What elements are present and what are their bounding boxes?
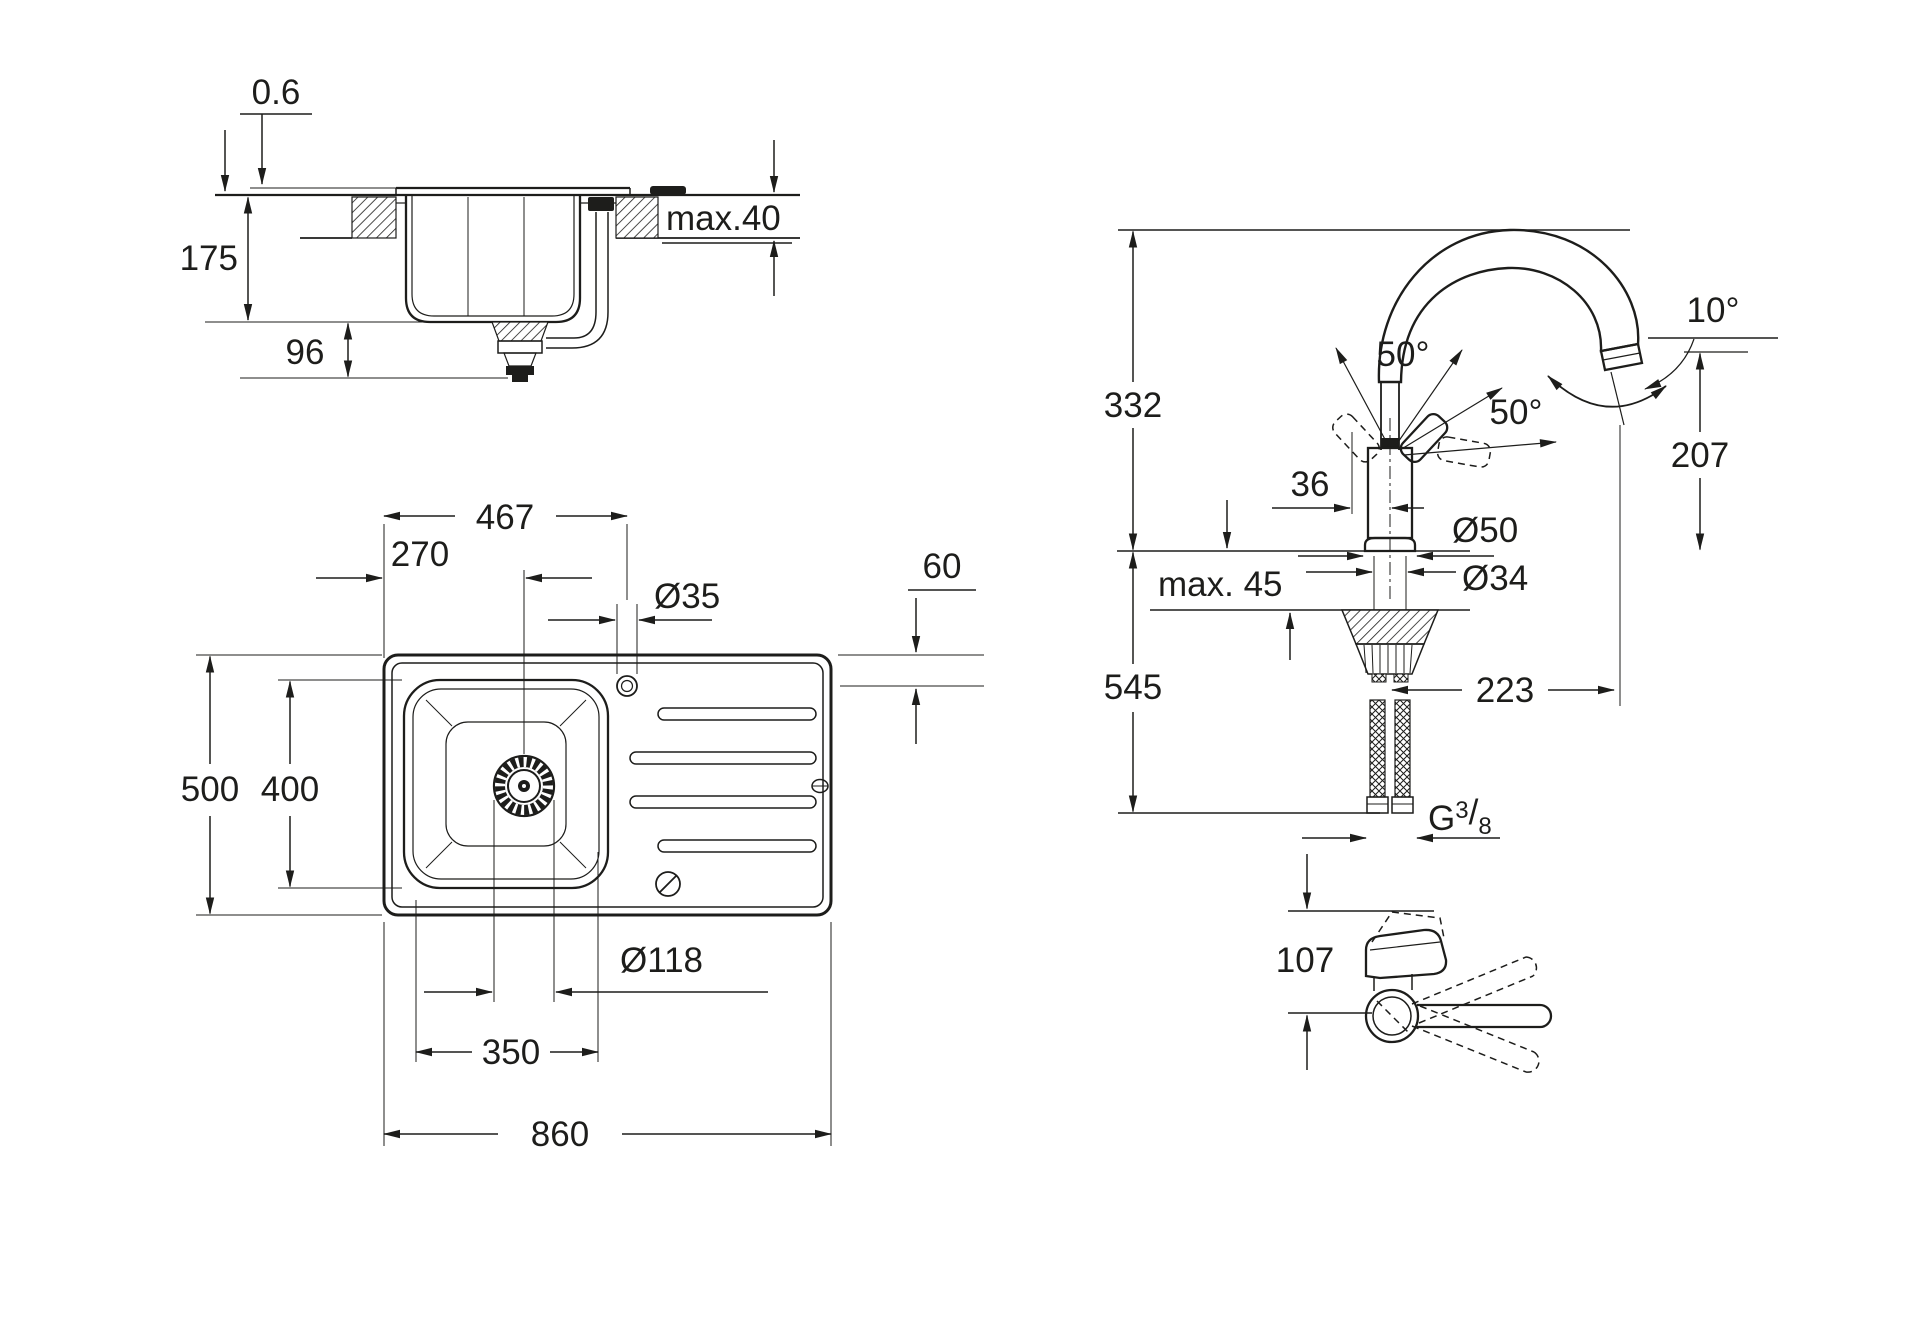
dim-spout-height: 207 [1671, 351, 1748, 551]
drain-flange [491, 321, 549, 342]
drain-strainer [492, 754, 556, 818]
dim-label: 350 [482, 1033, 540, 1072]
lever-handle-dashed-left [1332, 413, 1380, 463]
dim-label: Ø35 [654, 577, 720, 616]
dim-label: 10° [1687, 291, 1740, 330]
spout-outlet [1599, 342, 1644, 372]
dim-label: G3/8 [1428, 793, 1492, 840]
faucet-base [1363, 536, 1417, 553]
dim-label: 332 [1104, 386, 1162, 425]
counter-hatch-right [615, 196, 659, 239]
dim-rim-height: 0.6 [220, 73, 312, 192]
lever-handle [1399, 412, 1449, 464]
dim-lever-swing-depth: 107 [1276, 854, 1334, 1070]
dim-hose-length: 545 [1104, 551, 1162, 813]
dim-label: 500 [181, 770, 239, 809]
dim-label: 50° [1377, 335, 1430, 374]
dim-lever-angle-left: 50° [1335, 335, 1463, 446]
bowl-floor [445, 721, 567, 847]
dim-label: 207 [1671, 436, 1729, 475]
dim-bowl-depth: 175 [180, 196, 428, 323]
dim-label: 50° [1490, 393, 1543, 432]
overflow-fitting [588, 197, 614, 211]
dim-label: 400 [261, 770, 319, 809]
dim-spout-reach: 223 [1391, 671, 1615, 710]
counter-hatch-left [351, 196, 397, 239]
sink-outline [382, 653, 833, 917]
faucet-front-view: 332 545 max. 45 50° 50° 10° [1104, 228, 1778, 843]
spout-swivel-dashed [1411, 956, 1540, 1073]
dim-label: Ø34 [1462, 559, 1528, 598]
mounting-hardware [1340, 609, 1440, 683]
dim-counter-thickness: max.40 [662, 140, 792, 296]
dim-label: 36 [1291, 465, 1330, 504]
dim-hole-edge-distance: 60 [838, 547, 984, 744]
bowl-section-outer [404, 195, 582, 324]
dim-label: 107 [1276, 941, 1334, 980]
dim-base-diameter: Ø50 [1298, 511, 1518, 561]
dim-hole-diameter: Ø35 [548, 577, 720, 674]
dim-sink-width: 860 [383, 922, 832, 1154]
plan-view: 467 270 Ø35 60 [181, 498, 984, 1154]
neck-joint [1381, 438, 1399, 448]
drain-body [497, 340, 543, 354]
dim-label: 60 [923, 547, 962, 586]
swivel-arrow [1547, 375, 1667, 408]
dim-hole-offset: 467 [383, 498, 628, 658]
drainer-screw [655, 871, 681, 897]
dim-spout-tilt: 10° [1644, 291, 1778, 390]
tap-hole-plug [650, 186, 686, 195]
tap-hole [616, 675, 638, 697]
faucet-top-view: 107 [1276, 854, 1553, 1073]
sink-inner-rim [391, 662, 824, 908]
flex-hoses [1366, 699, 1414, 814]
lever-top-view [1364, 928, 1448, 980]
bowl-section-inner [411, 195, 575, 317]
dim-label: Ø50 [1452, 511, 1518, 550]
body-top-view [1364, 988, 1420, 1044]
lever-handle-dashed-right [1436, 436, 1492, 468]
dim-label: 467 [476, 498, 534, 537]
dim-thread-size: G3/8 [1302, 793, 1500, 843]
dim-drain-offset: 270 [316, 535, 592, 754]
dim-label: Ø118 [620, 941, 703, 980]
lever-raised-dashed [1371, 911, 1445, 943]
dim-label: 223 [1476, 671, 1534, 710]
dim-label: 0.6 [252, 73, 301, 112]
dim-label: 270 [391, 535, 449, 574]
dim-shank-diameter: Ø34 [1306, 556, 1528, 610]
bowl-outline [402, 678, 610, 890]
dim-deck-thickness: max. 45 [1158, 500, 1295, 660]
drainer-grooves [629, 707, 817, 853]
dim-label: 860 [531, 1115, 589, 1154]
dim-sink-depth: 500 [181, 654, 382, 916]
dim-label: max. 45 [1158, 565, 1283, 604]
spout-top-view [1417, 1003, 1553, 1029]
dim-drain-height: 96 [240, 322, 508, 379]
dim-label: max.40 [666, 199, 781, 238]
dim-label: 175 [180, 239, 238, 278]
dim-label: 96 [286, 333, 325, 372]
dim-label: 545 [1104, 668, 1162, 707]
dim-body-offset: 36 [1272, 432, 1424, 514]
dim-bowl-length: 400 [261, 679, 402, 889]
dim-lever-angle-right: 50° [1399, 387, 1557, 456]
dim-drain-diameter: Ø118 [424, 800, 768, 1002]
dim-bowl-width: 350 [415, 852, 599, 1072]
side-section-view: 0.6 175 96 max.40 [180, 73, 800, 382]
dim-faucet-height: 332 [1104, 230, 1162, 551]
